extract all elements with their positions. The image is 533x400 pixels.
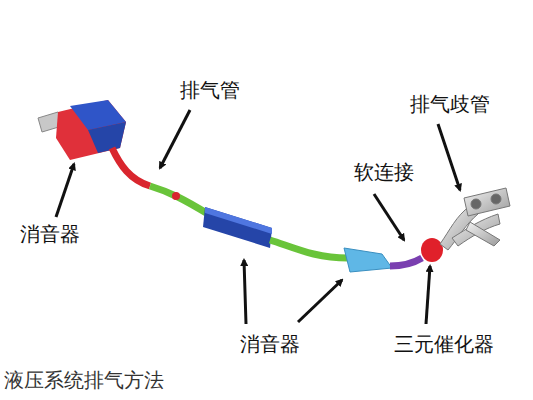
caption: 液压系统排气方法 [4, 368, 164, 392]
leader-arrow [244, 260, 246, 324]
part-label: 消音器 [238, 332, 302, 356]
part-label: 排气管 [178, 78, 242, 102]
leader-arrow [56, 164, 74, 217]
leader-arrow [298, 280, 342, 322]
flex-joint [390, 258, 422, 266]
leader-arrow [426, 266, 430, 324]
leader-arrow [374, 194, 404, 240]
leader-arrow [438, 124, 460, 190]
leader-arrows [56, 110, 460, 324]
part-label: 排气歧管 [408, 92, 492, 116]
leader-arrow [160, 110, 190, 168]
middle-muffler [203, 207, 272, 248]
pipe [150, 186, 208, 214]
resonator [344, 248, 392, 272]
catalytic-converter [421, 238, 443, 262]
part-label: 消音器 [18, 222, 82, 246]
pipe [112, 148, 150, 186]
clamp [172, 192, 180, 200]
exhaust-manifold [440, 188, 510, 250]
part-label: 三元催化器 [392, 332, 496, 356]
pipe [270, 240, 348, 258]
part-label: 软连接 [352, 160, 416, 184]
